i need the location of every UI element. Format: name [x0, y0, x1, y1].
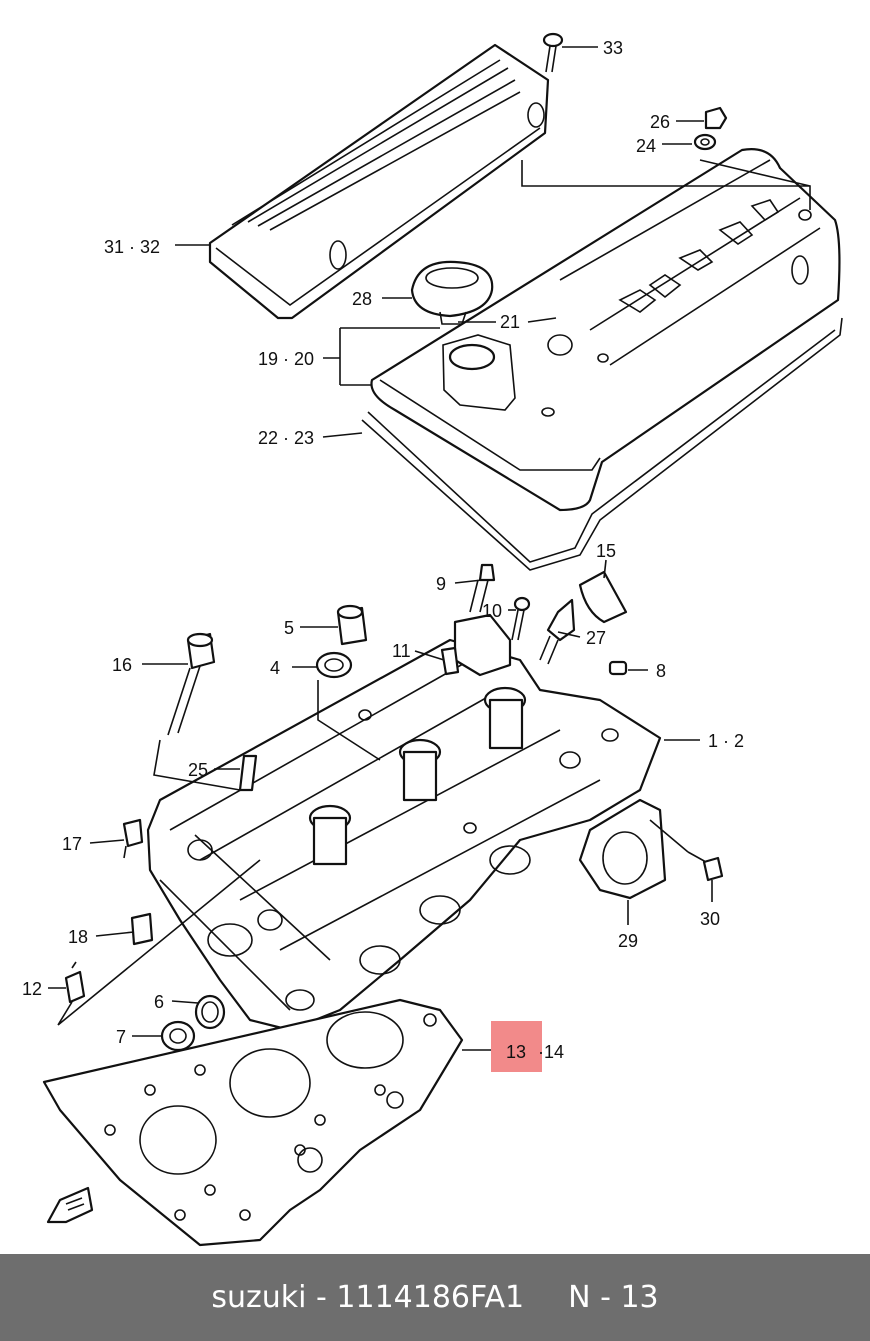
bushing-18 — [130, 912, 154, 946]
plug-12 — [64, 961, 86, 1004]
bolt-33 — [542, 32, 564, 73]
washer-24 — [693, 133, 717, 151]
callout-8: 8 — [656, 661, 666, 681]
nut-26 — [704, 106, 728, 130]
footer-caption-bar: suzuki - 1114186FA1 N - 13 — [0, 1254, 870, 1341]
callout-25: 25 — [188, 760, 208, 780]
callout-18: 18 — [68, 927, 88, 947]
camshaft-housing-11 — [440, 613, 512, 677]
head-bolt-16 — [167, 632, 216, 736]
bolt-17 — [122, 818, 144, 859]
callout-28: 28 — [352, 289, 372, 309]
footer-part-number: 1114186FA1 — [336, 1280, 525, 1315]
callout-11: 11 — [392, 641, 411, 661]
callout-labels: 33 26 24 31 · 32 28 21 19 · 20 22 · 23 1… — [22, 38, 744, 1062]
bolt-10 — [511, 596, 531, 641]
callout-highlight-13 — [491, 1021, 542, 1072]
callout-22-23: 22 · 23 — [258, 428, 314, 448]
callout-29: 29 — [618, 931, 638, 951]
callout-26: 26 — [650, 112, 670, 132]
cylinder-head-cover-upper — [208, 43, 550, 320]
oil-filler-cap-28 — [410, 260, 494, 325]
engine-head-diagram: 33 26 24 31 · 32 28 21 19 · 20 22 · 23 1… — [22, 32, 843, 1247]
callout-15: 15 — [596, 541, 616, 561]
plug-8 — [608, 660, 628, 676]
callout-21: 21 — [500, 312, 520, 332]
callout-31-32: 31 · 32 — [104, 237, 160, 257]
cover-gasket-22-23 — [361, 317, 843, 571]
gasket-6 — [194, 994, 226, 1030]
footer-ref: N - 13 — [568, 1280, 659, 1315]
dowel-25 — [238, 754, 258, 792]
footer-brand: suzuki — [211, 1280, 307, 1315]
callout-7: 7 — [116, 1027, 126, 1047]
callout-9: 9 — [436, 574, 446, 594]
callout-24: 24 — [636, 136, 656, 156]
seal-4 — [315, 651, 353, 679]
callout-12: 12 — [22, 979, 42, 999]
callout-19-20: 19 · 20 — [258, 349, 314, 369]
callout-14: ·14 — [538, 1042, 564, 1062]
plug-7 — [160, 1020, 196, 1052]
callout-6: 6 — [154, 992, 164, 1012]
callout-1-2: 1 · 2 — [708, 731, 744, 751]
cap-15 — [578, 570, 628, 624]
head-gasket-13-14 — [42, 998, 464, 1247]
footer-separator: - — [316, 1280, 327, 1315]
cylinder-head-1-2 — [146, 638, 662, 1032]
outlet-gasket-29 — [578, 798, 667, 900]
callout-27: 27 — [586, 628, 606, 648]
spark-plug-27 — [539, 598, 576, 665]
callout-16: 16 — [112, 655, 132, 675]
callout-30: 30 — [700, 909, 720, 929]
callout-5: 5 — [284, 618, 294, 638]
stud-9 — [469, 563, 496, 613]
leader-lines — [48, 46, 811, 1051]
callout-33: 33 — [603, 38, 623, 58]
plug-5 — [336, 604, 368, 646]
bolt-30 — [687, 851, 724, 882]
callout-10: 10 — [482, 601, 502, 621]
callout-13: 13 — [506, 1042, 526, 1062]
front-arrow-icon — [46, 1186, 94, 1224]
callout-4: 4 — [270, 658, 280, 678]
cylinder-head-cover-main — [370, 148, 841, 512]
callout-17: 17 — [62, 834, 82, 854]
